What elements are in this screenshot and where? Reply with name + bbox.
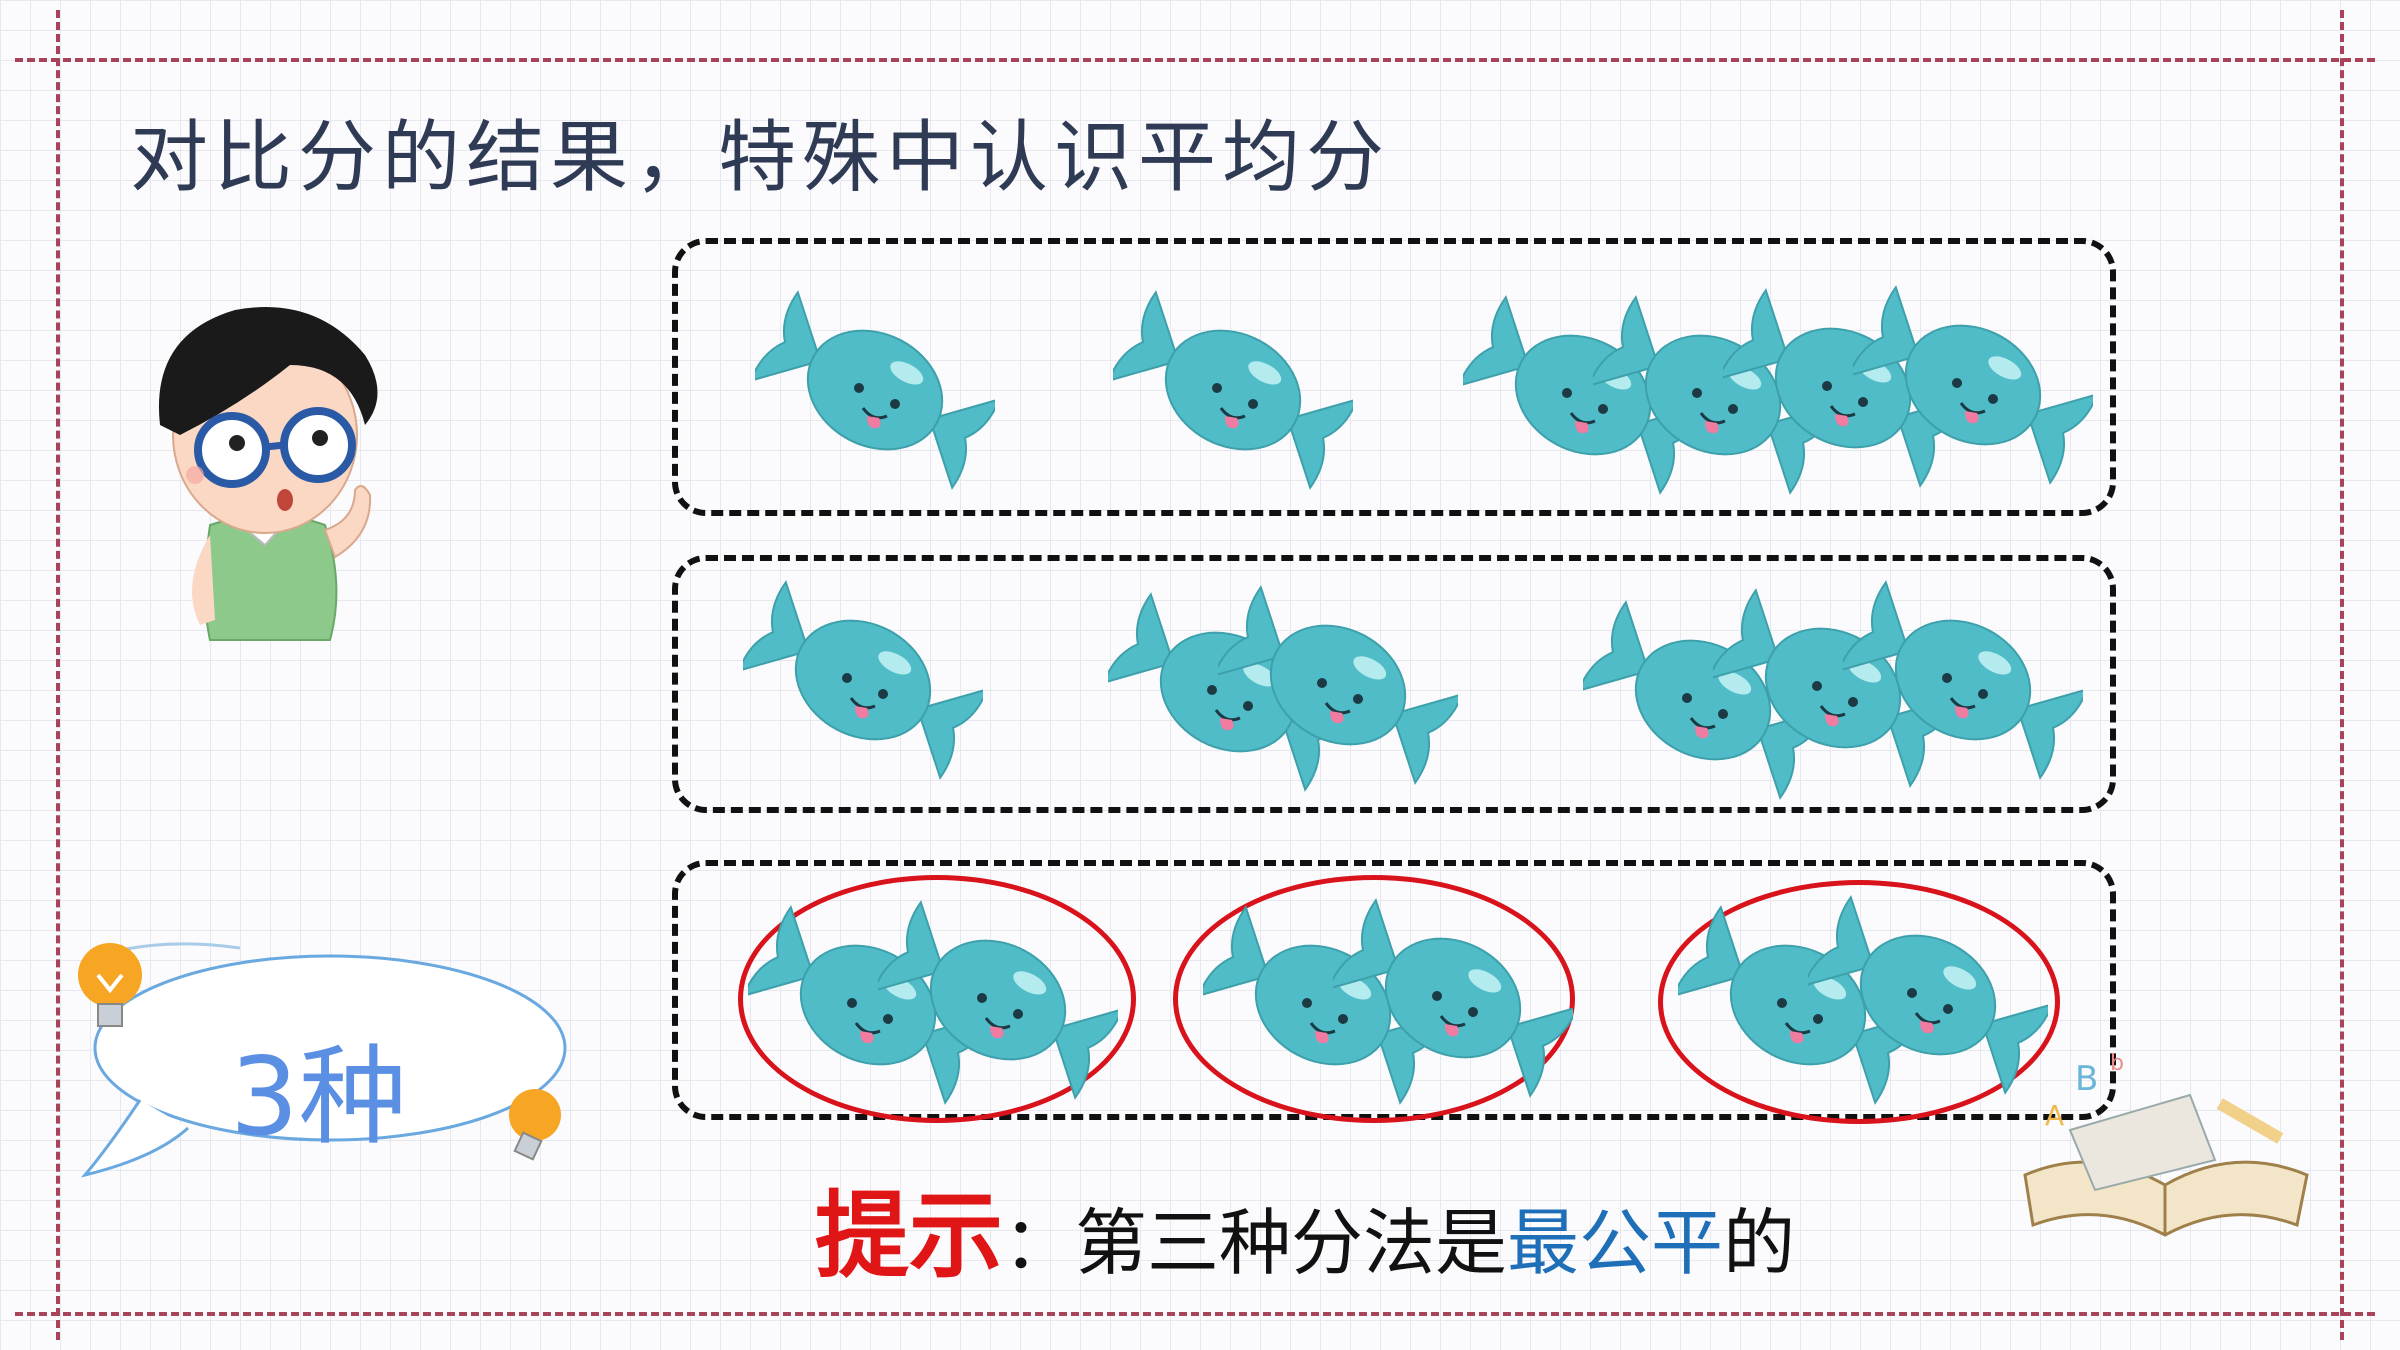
lightbulb-icon <box>509 1089 561 1161</box>
svg-text:B: B <box>2075 1059 2098 1099</box>
candy-icon <box>737 570 989 790</box>
candy-icon <box>1837 570 2089 790</box>
candy-icon <box>1107 280 1359 500</box>
candy-icon <box>1327 888 1579 1108</box>
top-border <box>15 58 2375 62</box>
bubble-text: 3种 <box>230 1035 407 1160</box>
lightbulb-icon <box>78 943 142 1027</box>
open-book-icon: B A b <box>2023 1051 2309 1237</box>
page-title: 对比分的结果，特殊中认识平均分 <box>130 113 1391 203</box>
candy-icon <box>742 895 994 1115</box>
candy-icon <box>1212 575 1464 795</box>
group-box-1 <box>672 238 2116 516</box>
share-circle-3 <box>1658 880 2060 1124</box>
group-box-2 <box>672 555 2116 813</box>
right-border <box>2340 10 2344 1340</box>
left-border <box>56 10 60 1340</box>
candy-icon <box>1847 275 2099 495</box>
boy-thinking-illustration <box>158 307 378 641</box>
bottom-border <box>15 1312 2375 1316</box>
share-circle-2 <box>1173 875 1575 1123</box>
hint-label: 提示 <box>815 1181 1004 1291</box>
hint-text-before: 第三种分法是 <box>1075 1201 1508 1285</box>
hint-colon: ： <box>1003 1201 1076 1285</box>
hint-text-after: 的 <box>1723 1201 1796 1285</box>
candy-icon <box>872 890 1124 1110</box>
svg-text:b: b <box>2110 1051 2124 1076</box>
candy-icon <box>1802 885 2054 1105</box>
hint-line: 提示：第三种分法是最公平的 <box>815 1160 1795 1296</box>
candy-icon <box>749 280 1001 500</box>
svg-text:A: A <box>2045 1099 2064 1132</box>
hint-highlight: 最公平 <box>1507 1201 1724 1285</box>
share-circle-1 <box>738 875 1136 1123</box>
speech-bubble <box>78 942 567 1178</box>
